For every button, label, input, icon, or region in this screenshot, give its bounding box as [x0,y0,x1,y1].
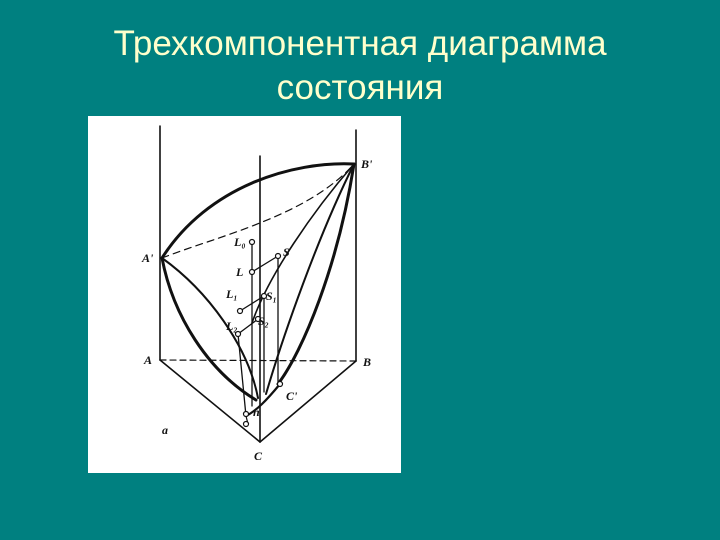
label-A: A [143,353,152,367]
curve-A-B-dashed [161,163,355,259]
curve-A-C-inner [161,257,259,399]
point-L1 [236,307,244,315]
label-S1: S₁ [266,289,277,303]
label-n: n [253,405,260,419]
slide-title: Трехкомпонентная диаграмма состояния [0,22,720,110]
curve-A-B-upper [160,162,356,260]
phase-diagram-svg: B' A' A B C C' L₀ L L₁ L₂ S S₁ S₂ n a [141,125,373,463]
phase-diagram-figure: B' A' A B C C' L₀ L L₁ L₂ S S₁ S₂ n a [88,116,401,473]
label-a: a [162,423,168,437]
point-base [242,420,250,428]
point-S2 [254,315,262,323]
curve-B-mid [251,163,355,324]
curve-B-C-outer [276,162,356,386]
label-C: C [254,449,263,463]
label-L0: L₀ [233,235,246,249]
curve-A-C-outer [160,256,258,402]
label-L: L [235,265,243,279]
point-n [242,410,250,418]
curve-n-C [244,382,282,418]
label-L2: L₂ [225,319,238,333]
point-S1 [260,292,268,300]
point-C-prime [276,380,284,388]
label-B: B [362,355,371,369]
slide-title-line-1: Трехкомпонентная диаграмма [113,24,607,63]
line-L2-down [237,333,247,417]
label-L1: L₁ [225,287,238,301]
point-L0 [248,238,256,246]
base-edge-BC [259,360,357,443]
label-S2: S₂ [258,314,269,328]
label-B-prime: B' [360,157,373,171]
point-L2 [234,330,242,338]
tie-line-L-S [251,255,279,273]
tie-line-L2-S2 [237,318,259,335]
curve-B-C-inner [265,163,355,395]
label-S: S [283,245,290,259]
label-C-prime: C' [286,389,298,403]
point-L [248,268,256,276]
point-S [274,252,282,260]
base-edge-AB [159,359,357,362]
slide-title-line-2: состояния [276,68,444,107]
base-edge-AC [159,359,261,443]
label-A-prime: A' [141,251,154,265]
